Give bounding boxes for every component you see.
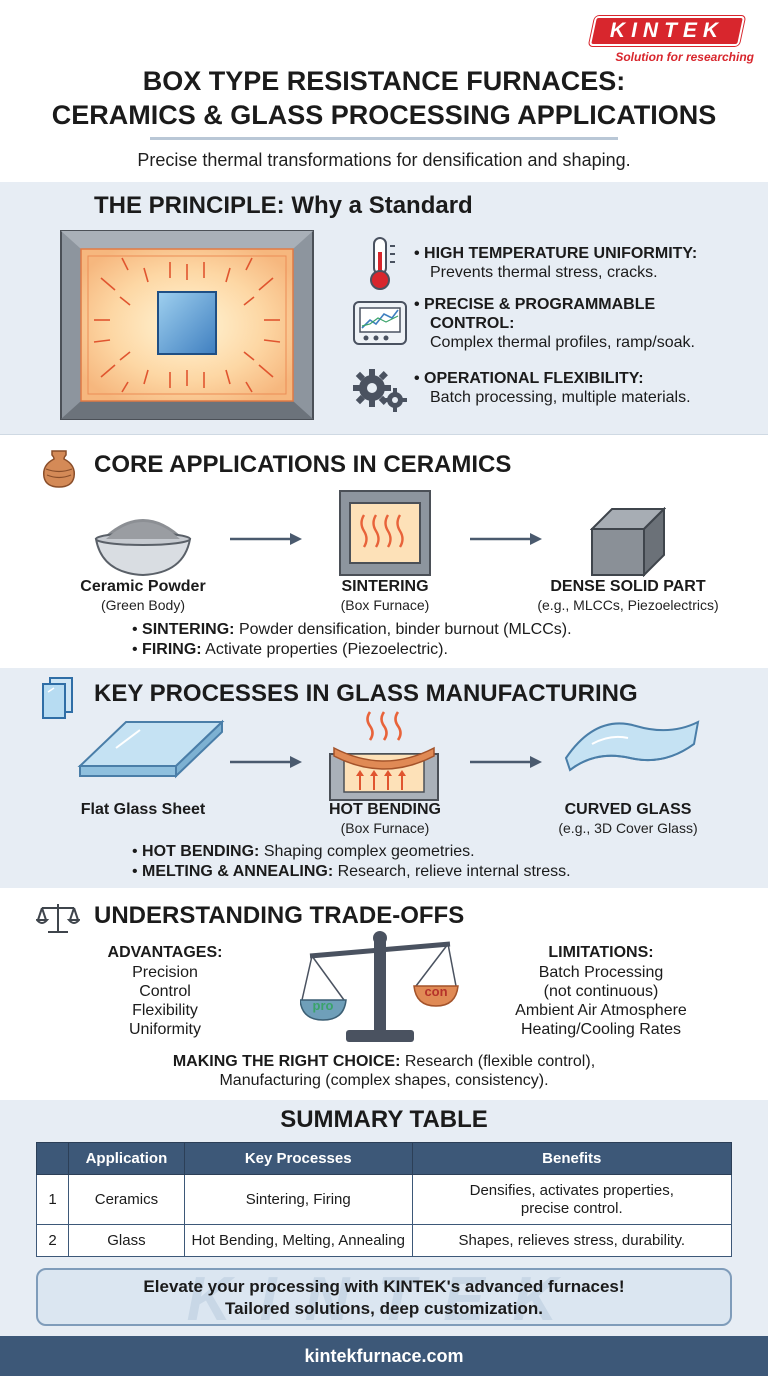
glass-stage-2-label: HOT BENDING <box>329 801 441 818</box>
table-cell-num: 2 <box>36 1224 69 1257</box>
ceramic-stage-1-sub: (Green Body) <box>100 597 186 613</box>
table-cell-application: Glass <box>67 1224 185 1257</box>
feature-control-title-l1: PRECISE & PROGRAMMABLE <box>424 296 656 313</box>
page-title: BOX TYPE RESISTANCE FURNACES: CERAMICS &… <box>0 64 768 132</box>
glass-stage-3-sub: (e.g., 3D Cover Glass) <box>558 820 698 836</box>
ceramic-stage-3-label: DENSE SOLID PART <box>550 578 706 595</box>
table-cell-benefits: Shapes, relieves stress, durability. <box>411 1224 733 1257</box>
process-arrow-icon <box>230 533 302 545</box>
tradeoffs-section: UNDERSTANDING TRADE-OFFS ADVANTAGES: Pre… <box>0 888 768 1100</box>
advantage-item: Control <box>139 983 191 1000</box>
limitation-item: (not continuous) <box>543 983 659 1000</box>
feature-uniformity-desc: Prevents thermal stress, cracks. <box>430 264 658 281</box>
advantages-title: ADVANTAGES: <box>107 944 223 961</box>
table-header-processes: Key Processes <box>183 1142 413 1175</box>
feature-control-title-l2: CONTROL: <box>430 315 515 332</box>
principle-section: THE PRINCIPLE: Why a Standard <box>0 182 768 434</box>
summary-heading: SUMMARY TABLE <box>280 1106 488 1133</box>
table-cell-benefits: Densifies, activates properties,precise … <box>411 1174 733 1225</box>
ceramic-stage-3-sub: (e.g., MLCCs, Piezoelectrics) <box>537 597 719 613</box>
principle-heading: THE PRINCIPLE: Why a Standard <box>94 192 473 219</box>
glass-stage-3-label: CURVED GLASS <box>564 801 692 818</box>
glass-bullet-melting: • MELTING & ANNEALING: Research, relieve… <box>132 863 571 880</box>
advantage-item: Precision <box>132 964 198 981</box>
page-subtitle: Precise thermal transformations for dens… <box>137 150 631 170</box>
table-cell-num: 1 <box>36 1174 69 1225</box>
controller-icon <box>353 301 407 345</box>
glass-bullets: • HOT BENDING: Shaping complex geometrie… <box>132 842 692 882</box>
tradeoffs-heading: UNDERSTANDING TRADE-OFFS <box>94 902 465 929</box>
feature-control-desc: Complex thermal profiles, ramp/soak. <box>430 334 695 351</box>
ceramic-stage-2-sub: (Box Furnace) <box>340 597 430 613</box>
feature-uniformity-title: HIGH TEMPERATURE UNIFORMITY: <box>424 245 698 262</box>
balance-scale-illustration: pro con <box>300 931 459 1042</box>
footer-url[interactable]: kintekfurnace.com <box>0 1336 768 1376</box>
feature-uniformity: • HIGH TEMPERATURE UNIFORMITY: Prevents … <box>414 244 754 282</box>
advantage-item: Flexibility <box>132 1002 198 1019</box>
con-pan-label: con <box>424 984 447 999</box>
glass-stage-2-sub: (Box Furnace) <box>340 820 430 836</box>
feature-flexibility-desc: Batch processing, multiple materials. <box>430 389 691 406</box>
feature-flexibility-title: OPERATIONAL FLEXIBILITY: <box>424 370 644 387</box>
ceramic-powder-bowl-icon <box>94 519 192 577</box>
glass-section: KEY PROCESSES IN GLASS MANUFACTURING Fla… <box>0 668 768 888</box>
ceramics-bullet-firing: • FIRING: Activate properties (Piezoelec… <box>132 641 448 658</box>
pro-pan-label: pro <box>313 998 334 1013</box>
ceramic-stage-2-label: SINTERING <box>341 578 429 595</box>
gears-icon <box>353 369 407 412</box>
table-cell-processes: Sintering, Firing <box>183 1174 413 1225</box>
box-furnace-icon <box>339 490 431 576</box>
ceramics-bullet-sintering: • SINTERING: Powder densification, binde… <box>132 621 572 638</box>
table-cell-processes: Hot Bending, Melting, Annealing <box>183 1224 413 1257</box>
advantage-item: Uniformity <box>128 1021 201 1038</box>
table-header-num <box>36 1142 69 1175</box>
glass-bullet-hot-bending: • HOT BENDING: Shaping complex geometrie… <box>132 843 475 860</box>
table-row: 1 Ceramics Sintering, Firing Densifies, … <box>36 1174 733 1225</box>
feature-flexibility: • OPERATIONAL FLEXIBILITY: Batch process… <box>414 369 754 407</box>
ceramics-bullets: • SINTERING: Powder densification, binde… <box>132 620 692 660</box>
table-header-row: Application Key Processes Benefits <box>36 1142 733 1175</box>
cta-line1: Elevate your processing with KINTEK's ad… <box>143 1277 625 1296</box>
process-arrow-icon-2 <box>470 533 542 545</box>
vase-icon <box>42 450 76 488</box>
limitations-title: LIMITATIONS: <box>548 944 654 961</box>
glass-stage-1-label: Flat Glass Sheet <box>80 801 206 818</box>
page-title-line2: CERAMICS & GLASS PROCESSING APPLICATIONS <box>51 100 717 130</box>
glass-arrow-icon <box>230 756 302 768</box>
glass-arrow-icon-2 <box>470 756 542 768</box>
logo-tagline: Solution for researching <box>615 50 754 64</box>
title-divider <box>150 137 618 140</box>
thermometer-icon <box>370 237 395 290</box>
curved-glass-icon <box>564 720 700 772</box>
scale-icon <box>36 904 80 933</box>
right-choice-note: MAKING THE RIGHT CHOICE: Research (flexi… <box>172 1053 596 1089</box>
flat-glass-sheet-icon <box>77 719 225 779</box>
table-row: 2 Glass Hot Bending, Melting, Annealing … <box>36 1224 733 1257</box>
hot-bending-furnace-icon <box>329 711 439 801</box>
cta-line2: Tailored solutions, deep customization. <box>225 1299 543 1318</box>
limitation-item: Batch Processing <box>538 964 664 981</box>
dense-solid-block-icon <box>590 507 666 577</box>
limitation-item: Ambient Air Atmosphere <box>515 1002 687 1019</box>
summary-table: Application Key Processes Benefits 1 Cer… <box>36 1142 733 1257</box>
furnace-heat-diagram <box>60 230 314 420</box>
ceramics-heading: CORE APPLICATIONS IN CERAMICS <box>94 451 512 478</box>
page-title-line1: BOX TYPE RESISTANCE FURNACES: <box>142 66 626 96</box>
ceramics-section: CORE APPLICATIONS IN CERAMICS Ceramic Po… <box>0 434 768 668</box>
limitation-item: Heating/Cooling Rates <box>520 1021 682 1038</box>
kintek-logo: KINTEK Solution for researching <box>586 16 754 66</box>
logo-brand: KINTEK <box>609 19 725 42</box>
table-header-benefits: Benefits <box>411 1142 733 1175</box>
glass-panes-icon <box>42 677 73 719</box>
ceramic-stage-1-label: Ceramic Powder <box>80 578 206 595</box>
table-cell-application: Ceramics <box>67 1174 185 1225</box>
cta-banner[interactable]: KINTEK Elevate your processing with KINT… <box>36 1268 732 1326</box>
feature-control: • PRECISE & PROGRAMMABLE CONTROL: Comple… <box>414 295 754 352</box>
table-header-application: Application <box>67 1142 185 1175</box>
cta-watermark: KINTEK <box>186 1268 586 1326</box>
glass-heading: KEY PROCESSES IN GLASS MANUFACTURING <box>94 680 638 707</box>
